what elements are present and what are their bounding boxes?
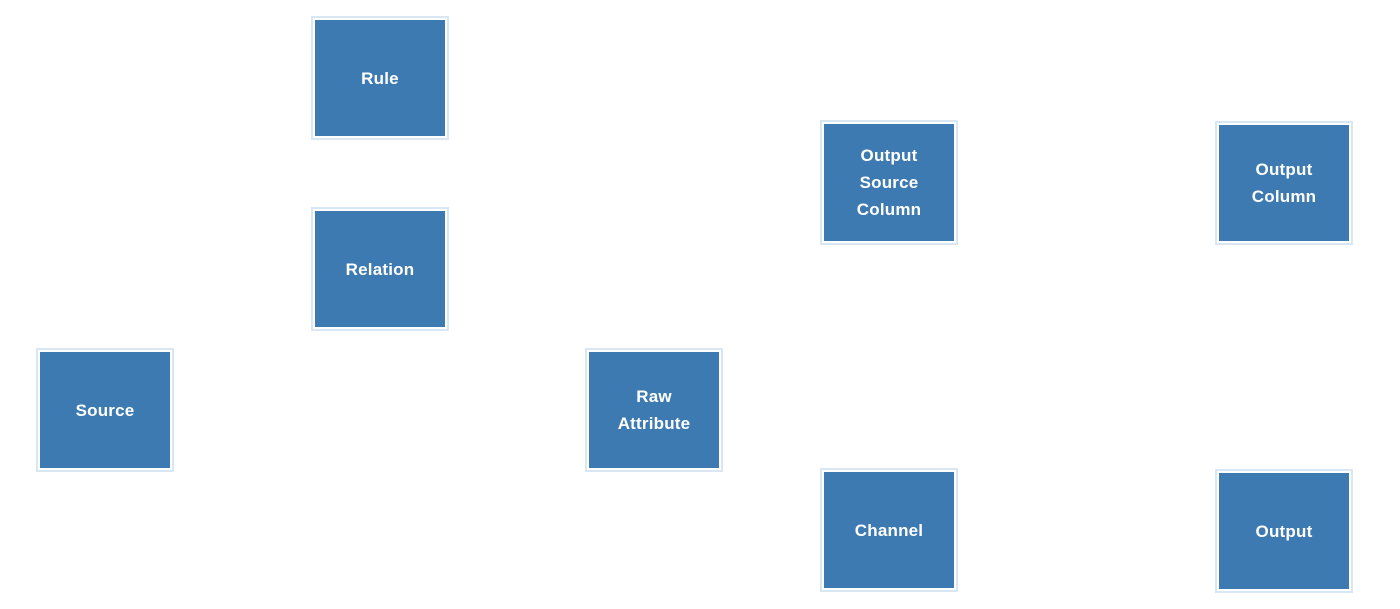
node-rule-label: Rule xyxy=(361,68,399,88)
node-relation[interactable]: Relation xyxy=(311,207,449,331)
node-raw-attribute-label: Raw Attribute xyxy=(617,387,691,433)
node-rule[interactable]: Rule xyxy=(311,16,449,140)
node-channel[interactable]: Channel xyxy=(820,468,958,592)
node-output-source-column-label: Output Source Column xyxy=(856,146,922,219)
node-raw-attribute[interactable]: Raw Attribute xyxy=(585,348,723,472)
node-source[interactable]: Source xyxy=(36,348,174,472)
node-output-column[interactable]: Output Column xyxy=(1215,121,1353,245)
node-output[interactable]: Output xyxy=(1215,469,1353,593)
node-output-column-label: Output Column xyxy=(1251,160,1317,206)
node-source-label: Source xyxy=(75,400,135,420)
node-relation-label: Relation xyxy=(345,259,415,279)
node-output-source-column[interactable]: Output Source Column xyxy=(820,120,958,245)
node-output-label: Output xyxy=(1255,521,1313,541)
node-channel-label: Channel xyxy=(854,520,924,540)
